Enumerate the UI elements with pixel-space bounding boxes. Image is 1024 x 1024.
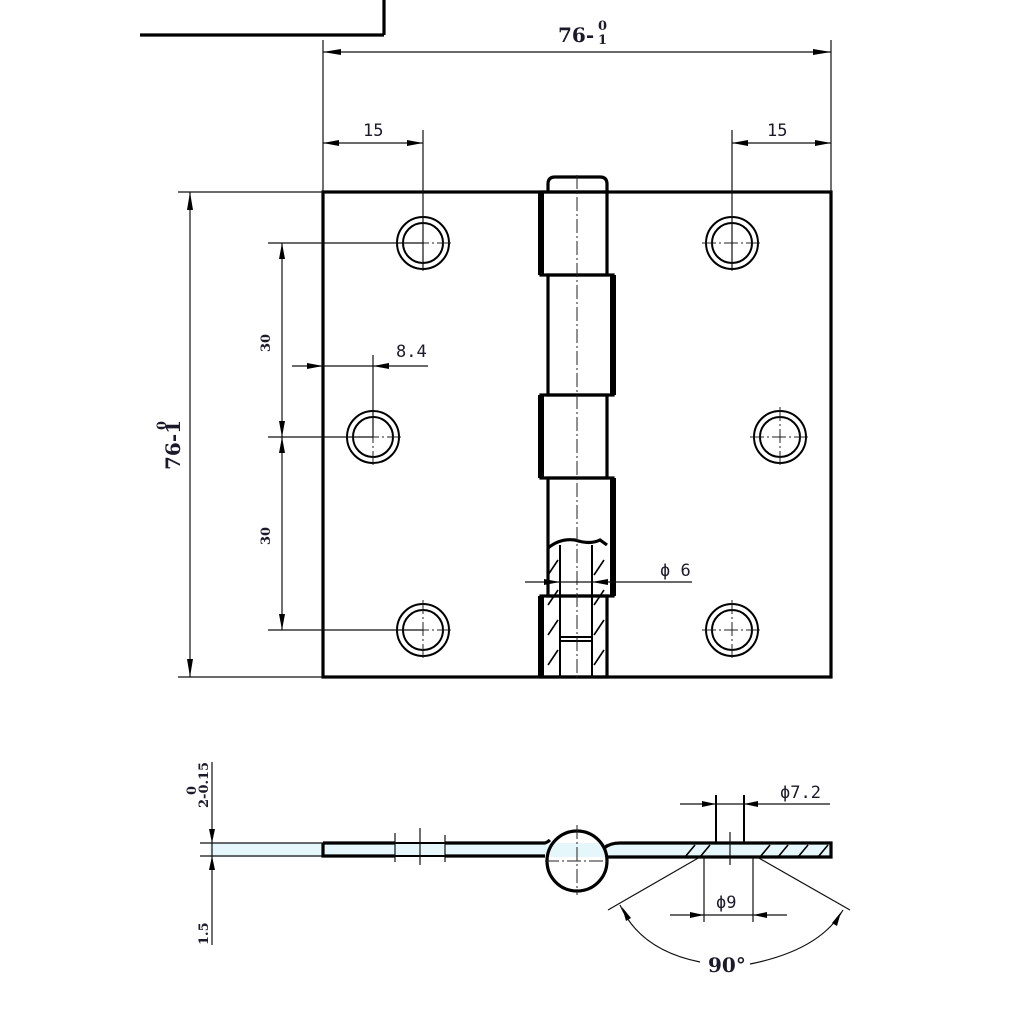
dim-hole-8-4 (292, 355, 428, 437)
label-gap-1-5: 1.5 (197, 922, 212, 945)
hole-mid-right (750, 407, 810, 467)
label-height-tol: 0 (155, 421, 170, 430)
dim-left-15 (323, 130, 424, 270)
label-pin-6: ϕ 6 (660, 561, 691, 581)
label-width-tol-lower: 1 (598, 33, 607, 48)
dim-pin-6 (525, 579, 692, 585)
label-hole-8-4: 8.4 (396, 342, 427, 362)
label-right-15: 15 (767, 121, 787, 141)
hole-bot-right (702, 600, 762, 660)
dim-overall-height (178, 191, 323, 678)
side-view (200, 762, 851, 965)
label-countersink-9: ϕ9 (716, 893, 736, 913)
label-upper-30: 30 (259, 334, 274, 352)
dim-overall-width (322, 40, 832, 192)
label-countersink-7-2: ϕ7.2 (780, 783, 821, 803)
title-block-corner (140, 0, 386, 37)
pin-section-hatch (547, 559, 605, 666)
front-view (178, 40, 833, 680)
label-left-15: 15 (363, 121, 383, 141)
knuckle (538, 175, 616, 680)
label-thickness: 2-0.15 (197, 762, 212, 808)
leaf-section-hatch (684, 844, 829, 858)
dim-hole-spacing (268, 242, 423, 631)
label-width: 76- (558, 23, 594, 47)
label-height: 76-1 (161, 420, 185, 470)
label-lower-30: 30 (259, 527, 274, 545)
label-angle-90: 90° (708, 953, 746, 977)
dim-right-15 (731, 130, 831, 270)
label-width-tol-upper: 0 (598, 19, 607, 34)
label-thickness-tol: 0 (185, 786, 200, 795)
